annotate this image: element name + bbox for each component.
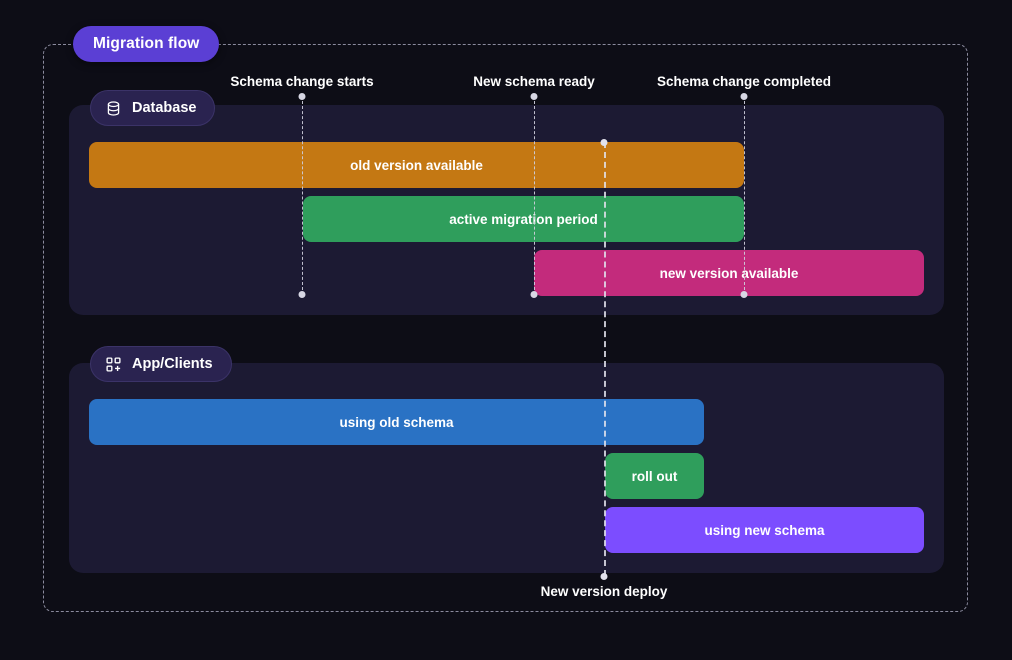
lane-badge-app-clients: App/Clients: [90, 346, 232, 382]
milestone-label-0: Schema change starts: [230, 74, 374, 89]
deploy-marker-line: [604, 142, 606, 576]
milestone-line-2: [744, 96, 745, 295]
milestone-line-0: [302, 96, 303, 295]
milestone-dot-bottom-2: [740, 291, 748, 298]
timeline-bar[interactable]: using new schema: [605, 507, 924, 553]
database-icon: [105, 100, 122, 117]
timeline-bar-label: old version available: [350, 157, 483, 173]
diagram-title-badge: Migration flow: [73, 26, 220, 62]
grid-plus-icon: [105, 356, 122, 373]
timeline-bar-label: using new schema: [704, 522, 825, 538]
timeline-bar[interactable]: old version available: [89, 142, 744, 188]
lane-badge-label-database: Database: [132, 100, 197, 116]
deploy-marker-dot-bottom: [600, 572, 608, 580]
lane-badge-label-app-clients: App/Clients: [132, 356, 213, 372]
timeline-bar[interactable]: new version available: [534, 250, 924, 296]
diagram-outer-frame: [43, 44, 968, 612]
timeline-bar[interactable]: active migration period: [303, 196, 744, 242]
lane-badge-database: Database: [90, 90, 216, 126]
diagram-title-label: Migration flow: [93, 35, 200, 52]
milestone-line-1: [534, 96, 535, 295]
timeline-bar[interactable]: using old schema: [89, 399, 704, 445]
deploy-marker-dot-top: [600, 138, 608, 146]
timeline-bar[interactable]: roll out: [605, 453, 704, 499]
deploy-marker-label: New version deploy: [540, 584, 668, 599]
milestone-dot-bottom-0: [298, 291, 306, 298]
milestone-dot-top-1: [530, 93, 538, 100]
timeline-bar-label: active migration period: [449, 211, 598, 227]
timeline-bar-label: using old schema: [339, 414, 454, 430]
milestone-dot-top-2: [740, 93, 748, 100]
milestone-label-2: Schema change completed: [656, 74, 832, 89]
timeline-bar-label: roll out: [631, 468, 678, 484]
milestone-dot-top-0: [298, 93, 306, 100]
milestone-label-1: New schema ready: [473, 74, 595, 89]
milestone-dot-bottom-1: [530, 291, 538, 298]
timeline-bar-label: new version available: [659, 265, 799, 281]
